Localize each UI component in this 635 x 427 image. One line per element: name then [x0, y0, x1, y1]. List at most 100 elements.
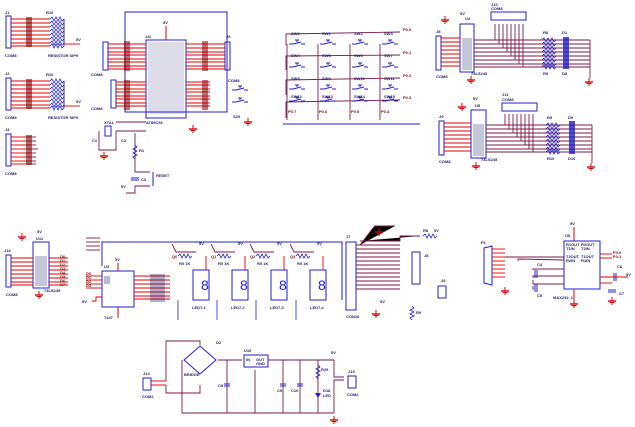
led-bank-1-led2: D8	[562, 71, 568, 76]
led-bank-1-res: R8	[543, 30, 549, 35]
j2-res-type: RESISTOR SIP9	[48, 115, 79, 120]
digit-2-ref: LED7.2	[231, 305, 245, 310]
decoder-ref: U3	[104, 264, 110, 269]
p1-connector	[110, 79, 117, 109]
max232-ref: U5	[565, 233, 571, 238]
led-bank-2-res2: R10	[547, 156, 555, 161]
mcu-part: AT89C51	[146, 120, 164, 125]
col-net-3: P0.4	[381, 109, 390, 114]
decoder-in-0: D0	[86, 271, 92, 276]
digit-1-body	[192, 269, 210, 301]
power-out-connector	[347, 375, 357, 389]
crystal-label: XTAL	[104, 120, 115, 125]
digit-2: R0 1K 5V Q1 8 LED7.2	[210, 241, 249, 310]
seg-net-5: D5	[60, 274, 66, 279]
digit-1: R0 1K 5V Q0 8 LED7.1	[171, 241, 210, 310]
keypad-switches	[288, 39, 399, 102]
decoder-block: U3 7447 5V D0 D1 D2 D3 5V	[82, 237, 343, 320]
col-net-1: P0.6	[319, 109, 328, 114]
seg-driver-connector	[5, 254, 12, 288]
rs232-block: P1 U5 MAX232_1 5V R1OUT T1IN T2OUT R2IN …	[481, 221, 631, 308]
digit-1-ref: LED7.1	[192, 305, 206, 310]
seg-net-1: D1	[60, 258, 66, 263]
digit-3-res: R0 1K	[257, 261, 268, 266]
j4-net-labels	[26, 135, 32, 165]
sw-8: SW8	[291, 76, 300, 81]
j4-ref: J4	[5, 127, 10, 132]
row-net-3: P0.3	[403, 95, 412, 100]
digit-4-res: R0 1K	[297, 261, 308, 266]
db9-connector	[483, 245, 493, 286]
reset-cap: C3	[141, 177, 147, 182]
led-bank-2-driver-ref: U5	[475, 103, 481, 108]
sw-9: SW9	[322, 76, 331, 81]
reset-switch: RESET	[156, 173, 170, 178]
j4-block: J4 COM8	[5, 127, 38, 176]
seg-driver-block: J16 COM8 U11 74LS245 5V D0 D1 D2 D3 D4 D…	[4, 229, 68, 299]
keypad-block: SW0 SW1 SW2 SW3 SW4 SW5 SW6 SW7 SW8 SW9 …	[283, 27, 420, 125]
lcd-header-2-ref: J9	[441, 278, 446, 283]
max232-pin-l2: T2OUT	[566, 254, 580, 259]
power-led-ref: D18	[323, 388, 331, 393]
led-bank-1-jumper-type: COM8	[491, 6, 503, 11]
regulator-pin-gnd: GND	[256, 361, 265, 366]
led-bank-2-driver-part: 74LS245	[481, 157, 498, 162]
j2-connector	[5, 77, 12, 111]
led-bank-2: J9 COM8 U5 74LS245 5V J11 COM8 R9 R10 D9	[438, 92, 596, 171]
reset-res: R1	[139, 148, 145, 153]
col-net-0: P0.7	[288, 109, 297, 114]
col-net-2: P0.5	[351, 109, 360, 114]
digit-2-res: R0 1K	[218, 261, 229, 266]
seg-driver-part: 74LS245	[44, 288, 61, 293]
led-bank-2-jumper-ref: J11	[502, 92, 509, 97]
sw-0: SW0	[291, 31, 300, 36]
led-bank-2-jumper-type: COM8	[502, 97, 514, 102]
power-jack	[142, 377, 152, 391]
seg-driver-conn-type: COM8	[6, 292, 18, 297]
regulator-pin-in: IN	[246, 357, 250, 362]
led-bank-1-conn-type: COM8	[436, 74, 448, 79]
led-bank-2-leds	[569, 121, 575, 154]
j2-net-labels	[26, 79, 32, 109]
led-bank-2-res: R9	[547, 115, 553, 120]
seg-net-2: D2	[60, 262, 66, 267]
digit-3-glyph: 8	[279, 277, 287, 293]
lcd-header-2	[437, 285, 447, 299]
digit-3-body	[270, 269, 288, 301]
digit-3-ref: LED7.3	[270, 305, 284, 310]
led-bank-2-connector	[438, 120, 445, 156]
seg-net-3: D3	[60, 266, 66, 271]
lcd-connector	[345, 241, 357, 311]
digit-4-body	[309, 269, 327, 301]
sw-15: SW15	[384, 94, 396, 99]
mcu-ref: U1	[146, 34, 152, 39]
rs232-net-1: P3.1	[613, 254, 622, 259]
rs232-cap-3: C7	[619, 291, 625, 296]
digit-4: R0 1K 5V Q3 8 LED7.4	[289, 241, 327, 310]
lcd-vcc: 5V	[380, 299, 385, 304]
seg-net-0: D0	[60, 254, 66, 259]
digit-2-body	[231, 269, 249, 301]
led-bank-2-conn: J9	[439, 114, 444, 119]
crystal	[104, 125, 112, 137]
led-bank-1-conn: J8	[436, 29, 441, 34]
digit-1-glyph: 8	[201, 277, 209, 293]
power-jack-type: COM2	[142, 394, 154, 399]
mcu-switch-ref: S20	[233, 114, 241, 119]
lcd-pot: R9	[416, 310, 422, 315]
j2-type: COM8	[5, 115, 17, 120]
led-bank-1-res2: R9	[543, 71, 549, 76]
led-bank-1: J8 COM8 U4 74LS245 5V J10 COM8 R8 R9 D1	[435, 2, 594, 86]
cap-c1: C1	[92, 138, 98, 143]
decoder-vcc: 5V	[115, 257, 120, 262]
bridge-rectifier	[183, 345, 217, 375]
lcd-res: R8	[423, 228, 429, 233]
digit-3-vcc: 5V	[277, 241, 282, 246]
sw-11: SW11	[384, 76, 395, 81]
power-block: J14 COM2 D2 BRIDGE U16 IN OUT GND	[142, 340, 359, 424]
regulator-ref: U16	[244, 348, 252, 353]
p2-connector-ref: J5	[226, 34, 231, 39]
seg-driver-vcc: 5V	[37, 229, 42, 234]
j4-type: COM8	[5, 171, 17, 176]
seg-net-7: D7	[60, 282, 66, 287]
